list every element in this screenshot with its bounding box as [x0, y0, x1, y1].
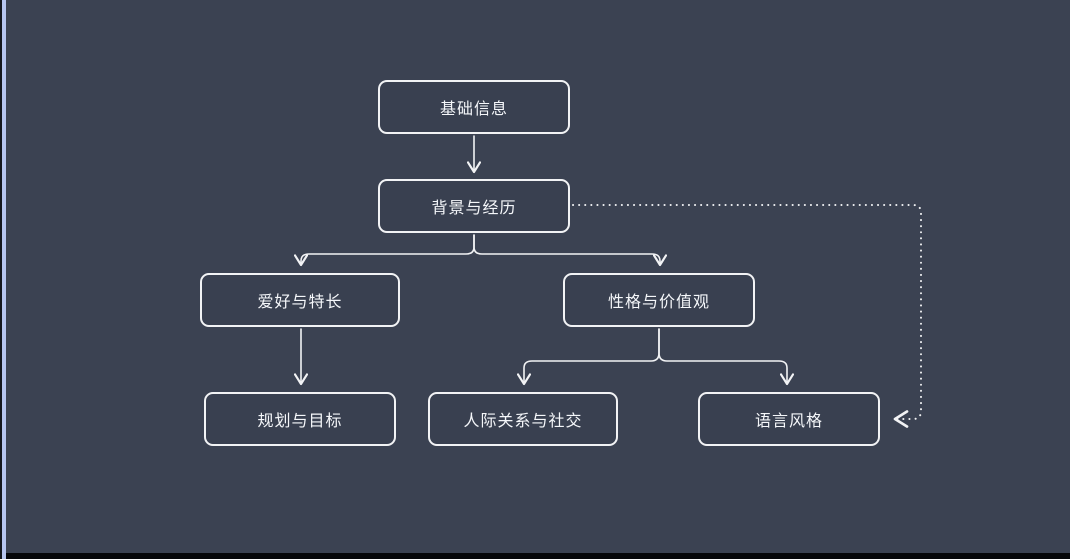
edge-personality-to-language	[658, 328, 795, 386]
node-hobbies-strengths-label: 爱好与特长	[257, 294, 343, 311]
node-background-experience[interactable]: 背景与经历	[378, 179, 570, 233]
node-personality-values-label: 性格与价值观	[607, 294, 710, 311]
edge-personality-to-social	[516, 328, 660, 386]
node-basic-info[interactable]: 基础信息	[378, 80, 570, 134]
window-left-edge	[0, 0, 2, 559]
edge-background-to-hobbies	[293, 234, 475, 267]
node-hobbies-strengths[interactable]: 爱好与特长	[200, 273, 400, 327]
node-planning-goals[interactable]: 规划与目标	[204, 392, 396, 446]
window-bottom-edge	[0, 553, 1070, 559]
node-basic-info-label: 基础信息	[439, 101, 508, 118]
node-personality-values[interactable]: 性格与价值观	[563, 273, 755, 327]
edge-background-to-personality	[473, 234, 668, 267]
node-language-style-label: 语言风格	[754, 413, 823, 430]
node-background-experience-label: 背景与经历	[431, 200, 517, 217]
node-language-style[interactable]: 语言风格	[698, 392, 880, 446]
left-scrollbar[interactable]	[2, 0, 6, 559]
node-social-relations-label: 人际关系与社交	[463, 413, 583, 430]
node-planning-goals-label: 规划与目标	[257, 413, 343, 430]
node-social-relations[interactable]: 人际关系与社交	[428, 392, 618, 446]
